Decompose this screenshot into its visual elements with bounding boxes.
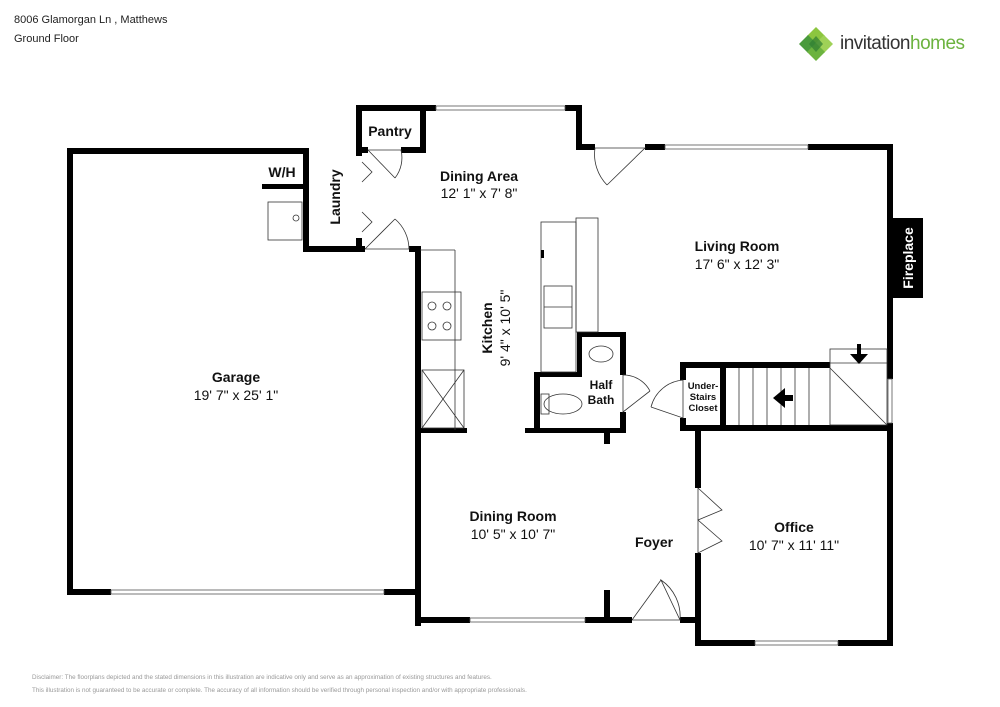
label-pantry: Pantry bbox=[368, 123, 412, 139]
label-kitchen: Kitchen bbox=[479, 302, 495, 353]
room-labels: Pantry W/H Laundry Dining Area 12' 1" x … bbox=[194, 123, 916, 553]
windows bbox=[110, 105, 893, 646]
doors bbox=[361, 147, 723, 621]
dims-dining-room: 10' 5" x 10' 7" bbox=[471, 526, 556, 542]
dims-kitchen: 9' 4" x 10' 5" bbox=[497, 290, 513, 367]
stove-icon bbox=[421, 291, 462, 341]
logo-diamond-icon bbox=[799, 27, 833, 61]
dishwasher-icon bbox=[421, 369, 465, 429]
label-foyer: Foyer bbox=[635, 534, 674, 550]
floor-label: Ground Floor bbox=[14, 33, 79, 45]
disclaimer-line-2: This illustration is not guaranteed to b… bbox=[32, 687, 527, 694]
fixtures bbox=[267, 201, 923, 430]
label-wh: W/H bbox=[268, 164, 295, 180]
dims-dining-area: 12' 1" x 7' 8" bbox=[441, 185, 518, 201]
disclaimer-line-1: Disclaimer: The floorplans depicted and … bbox=[32, 674, 492, 681]
sink-icon bbox=[267, 201, 303, 241]
label-closet-2: Stairs bbox=[690, 392, 716, 403]
label-laundry: Laundry bbox=[327, 169, 343, 224]
dims-garage: 19' 7" x 25' 1" bbox=[194, 387, 279, 403]
logo-word-homes: homes bbox=[910, 33, 965, 54]
fireplace bbox=[893, 218, 923, 298]
label-garage: Garage bbox=[212, 369, 260, 385]
arrow-left-icon bbox=[773, 388, 793, 408]
label-closet-3: Closet bbox=[688, 403, 718, 414]
bath-sink-icon bbox=[588, 345, 614, 363]
staircase bbox=[738, 348, 888, 426]
label-half-bath-1: Half bbox=[590, 378, 614, 392]
label-closet-1: Under- bbox=[688, 381, 719, 392]
toilet-icon bbox=[543, 393, 583, 415]
walls bbox=[67, 105, 893, 646]
label-office: Office bbox=[774, 519, 814, 535]
label-dining-room: Dining Room bbox=[469, 508, 556, 524]
label-living-room: Living Room bbox=[695, 238, 780, 254]
dims-living-room: 17' 6" x 12' 3" bbox=[695, 256, 780, 272]
label-dining-area: Dining Area bbox=[440, 168, 518, 184]
label-fireplace: Fireplace bbox=[900, 227, 916, 289]
kitchen-counter bbox=[540, 221, 577, 373]
label-half-bath-2: Bath bbox=[588, 393, 615, 407]
arrow-down-icon bbox=[850, 344, 868, 364]
logo-word-invitation: invitation bbox=[840, 33, 911, 54]
address: 8006 Glamorgan Ln , Matthews bbox=[14, 14, 168, 26]
dims-office: 10' 7" x 11' 11" bbox=[749, 537, 839, 553]
